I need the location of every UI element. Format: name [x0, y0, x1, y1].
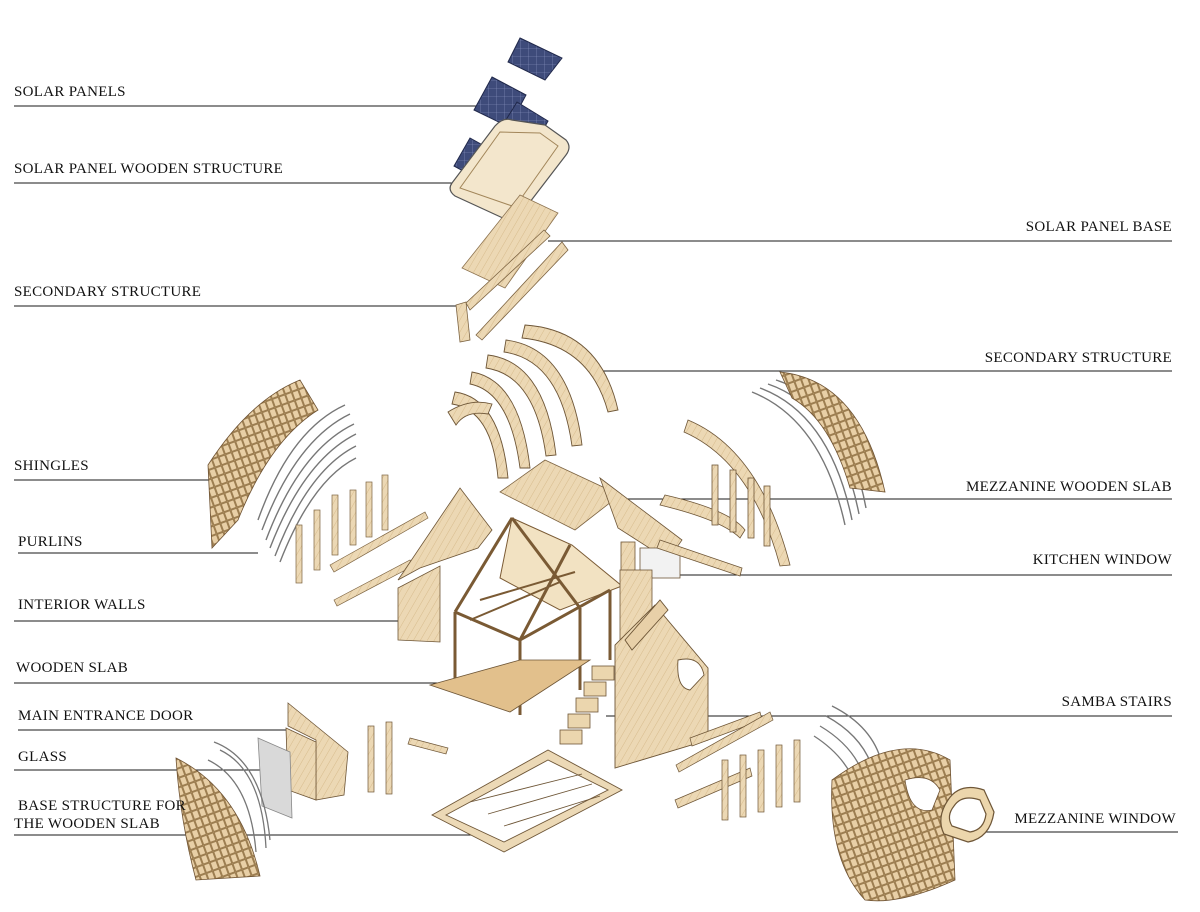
samba-stairs: [559, 665, 615, 745]
solar-base-plate: [461, 194, 559, 289]
label-solar-panel-base: SOLAR PANEL BASE: [1025, 219, 1172, 235]
bottom-right-studs: [721, 739, 801, 821]
timber-frame: [453, 517, 623, 715]
mezzanine-window-frame: [940, 787, 995, 843]
label-interior-walls: INTERIOR WALLS: [18, 597, 146, 613]
left-purlins: [257, 404, 357, 563]
label-mezzanine-wooden-slab: MEZZANINE WOODEN SLAB: [965, 479, 1172, 495]
mezzanine-slab: [499, 459, 621, 531]
label-shingles: SHINGLES: [14, 458, 89, 474]
label-wooden-slab: WOODEN SLAB: [16, 660, 129, 676]
left-shingles: [207, 379, 319, 549]
leader-lines: [14, 105, 1178, 836]
label-secondary-structure-left: SECONDARY STRUCTURE: [14, 284, 202, 300]
label-glass: GLASS: [18, 749, 68, 765]
wooden-slab-floor: [428, 659, 592, 713]
left-studs: [295, 474, 429, 607]
upper-ribs: [455, 229, 569, 343]
label-purlins: PURLINS: [18, 534, 83, 550]
label-solar-panels: SOLAR PANELS: [14, 84, 126, 100]
right-gable: [614, 599, 709, 769]
label-base-structure-line2: THE WOODEN SLAB: [14, 816, 160, 832]
label-main-entrance-door: MAIN ENTRANCE DOOR: [18, 708, 194, 724]
bottom-right-opening: [904, 777, 941, 812]
bottom-right-shingles: [831, 748, 956, 902]
glass-pane: [257, 737, 293, 819]
label-base-structure-line1: BASE STRUCTURE FOR: [18, 798, 186, 814]
base-structure: [431, 749, 623, 853]
interior-walls: [397, 487, 493, 643]
front-studs: [367, 711, 774, 809]
front-left-shingles: [175, 757, 261, 881]
label-solar-panel-wooden-structure: SOLAR PANEL WOODEN STRUCTURE: [14, 161, 284, 177]
label-kitchen-window: KITCHEN WINDOW: [1032, 552, 1172, 568]
label-secondary-structure-right: SECONDARY STRUCTURE: [984, 350, 1172, 366]
label-samba-stairs: SAMBA STAIRS: [1061, 694, 1172, 710]
entrance-door-parts: [285, 702, 349, 801]
label-mezzanine-window: MEZZANINE WINDOW: [1014, 811, 1176, 827]
right-ribs: [656, 419, 791, 577]
front-left-purlins: [207, 741, 271, 853]
right-shingles: [779, 371, 886, 493]
solar-frame-group: [449, 118, 570, 221]
arch-ribs: [447, 324, 619, 479]
